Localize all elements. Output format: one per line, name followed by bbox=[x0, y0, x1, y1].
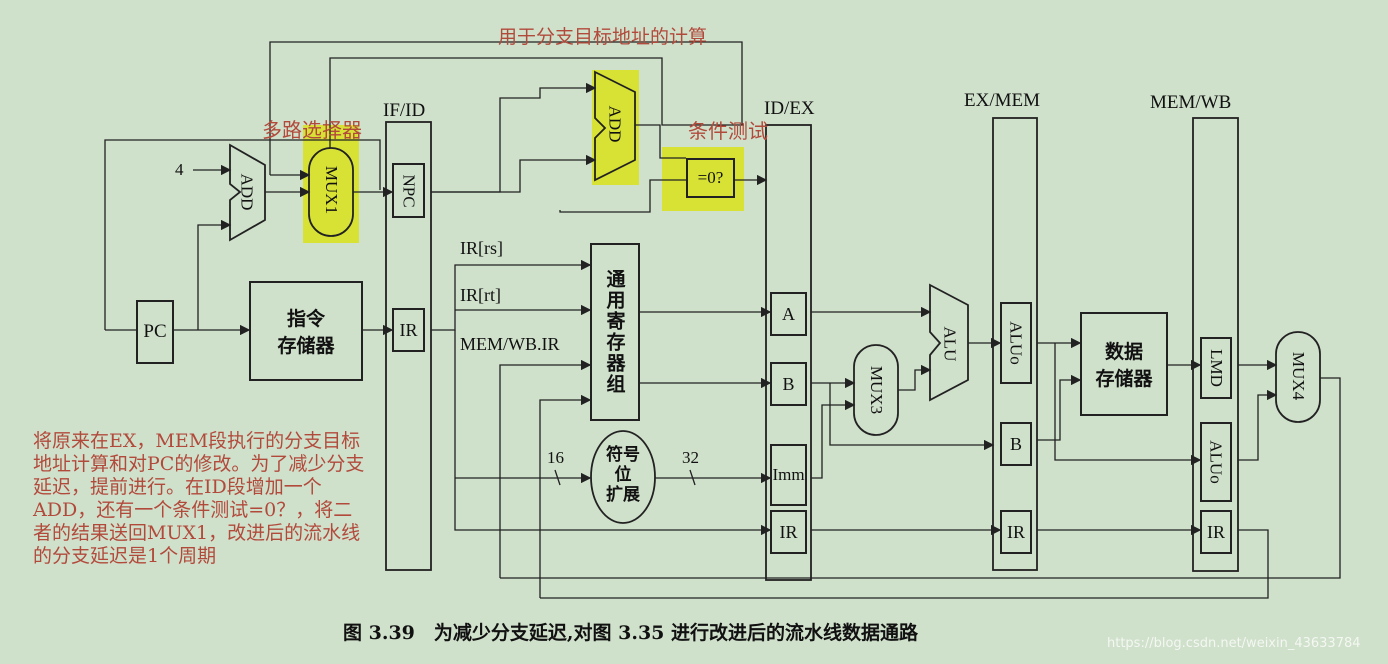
idex-register bbox=[765, 124, 812, 581]
figure-caption: 图 3.39 为减少分支延迟,对图 3.35 进行改进后的流水线数据通路 bbox=[343, 622, 919, 644]
memwb-label: MEM/WB bbox=[1150, 92, 1232, 113]
explain-note: 将原来在EX，MEM段执行的分支目标地址计算和对PC的修改。为了减少分支延迟，提… bbox=[33, 430, 365, 567]
ir-rt-label: IR[rt] bbox=[460, 285, 501, 305]
instruction-memory: 指令 存储器 bbox=[249, 281, 363, 381]
lmd-register: LMD bbox=[1200, 337, 1232, 399]
mux1-label: MUX1 bbox=[321, 165, 341, 215]
mux3-label: MUX3 bbox=[866, 365, 886, 415]
a-register: A bbox=[770, 292, 807, 336]
data-memory: 数据 存储器 bbox=[1080, 312, 1168, 416]
cond-test-note: 条件测试 bbox=[688, 119, 768, 143]
ir-idex: IR bbox=[770, 510, 807, 554]
pc-register: PC bbox=[136, 300, 174, 364]
width16-label: 16 bbox=[547, 448, 564, 467]
add1-label: ADD bbox=[237, 173, 256, 211]
ir-rs-label: IR[rs] bbox=[460, 238, 503, 258]
register-file-label: 通用寄存器组 bbox=[603, 269, 626, 395]
b-idex-register: B bbox=[770, 362, 807, 406]
const4-label: 4 bbox=[175, 160, 184, 179]
zero-test-box: =0? bbox=[686, 158, 735, 198]
mux1-highlight bbox=[303, 125, 359, 243]
npc-register: NPC bbox=[392, 163, 425, 218]
ir-ifid: IR bbox=[392, 308, 425, 352]
mux-note: 多路选择器 bbox=[262, 118, 362, 142]
branch-calc-note: 用于分支目标地址的计算 bbox=[498, 26, 708, 48]
ifid-register bbox=[385, 121, 432, 571]
alu-label: ALU bbox=[939, 326, 959, 362]
memwb-ir-label: MEM/WB.IR bbox=[460, 334, 560, 354]
aluo-exmem: ALUo bbox=[1000, 302, 1032, 384]
signext-label: 符号 位 扩展 bbox=[606, 445, 640, 505]
width32-label: 32 bbox=[682, 448, 699, 467]
watermark: https://blog.csdn.net/weixin_43633784 bbox=[1107, 636, 1361, 651]
register-file: 通用寄存器组 bbox=[590, 243, 640, 421]
imm-register: Imm bbox=[770, 444, 807, 506]
add2-label: ADD bbox=[605, 105, 624, 143]
lmd-label: LMD bbox=[1207, 349, 1226, 387]
aluo-exmem-label: ALUo bbox=[1007, 321, 1027, 365]
aluo-memwb: ALUo bbox=[1200, 422, 1232, 502]
memwb-register bbox=[1192, 117, 1239, 572]
ifid-label: IF/ID bbox=[383, 100, 426, 121]
b-exmem-register: B bbox=[1000, 422, 1032, 466]
ir-exmem: IR bbox=[1000, 510, 1032, 554]
idex-label: ID/EX bbox=[764, 98, 815, 119]
aluo-memwb-label: ALUo bbox=[1207, 440, 1227, 484]
exmem-label: EX/MEM bbox=[964, 90, 1040, 111]
mux4-label: MUX4 bbox=[1288, 351, 1308, 401]
mux4-shape bbox=[1275, 331, 1321, 423]
npc-label: NPC bbox=[399, 173, 419, 208]
ir-memwb: IR bbox=[1200, 510, 1232, 554]
alu-shape bbox=[929, 283, 969, 402]
